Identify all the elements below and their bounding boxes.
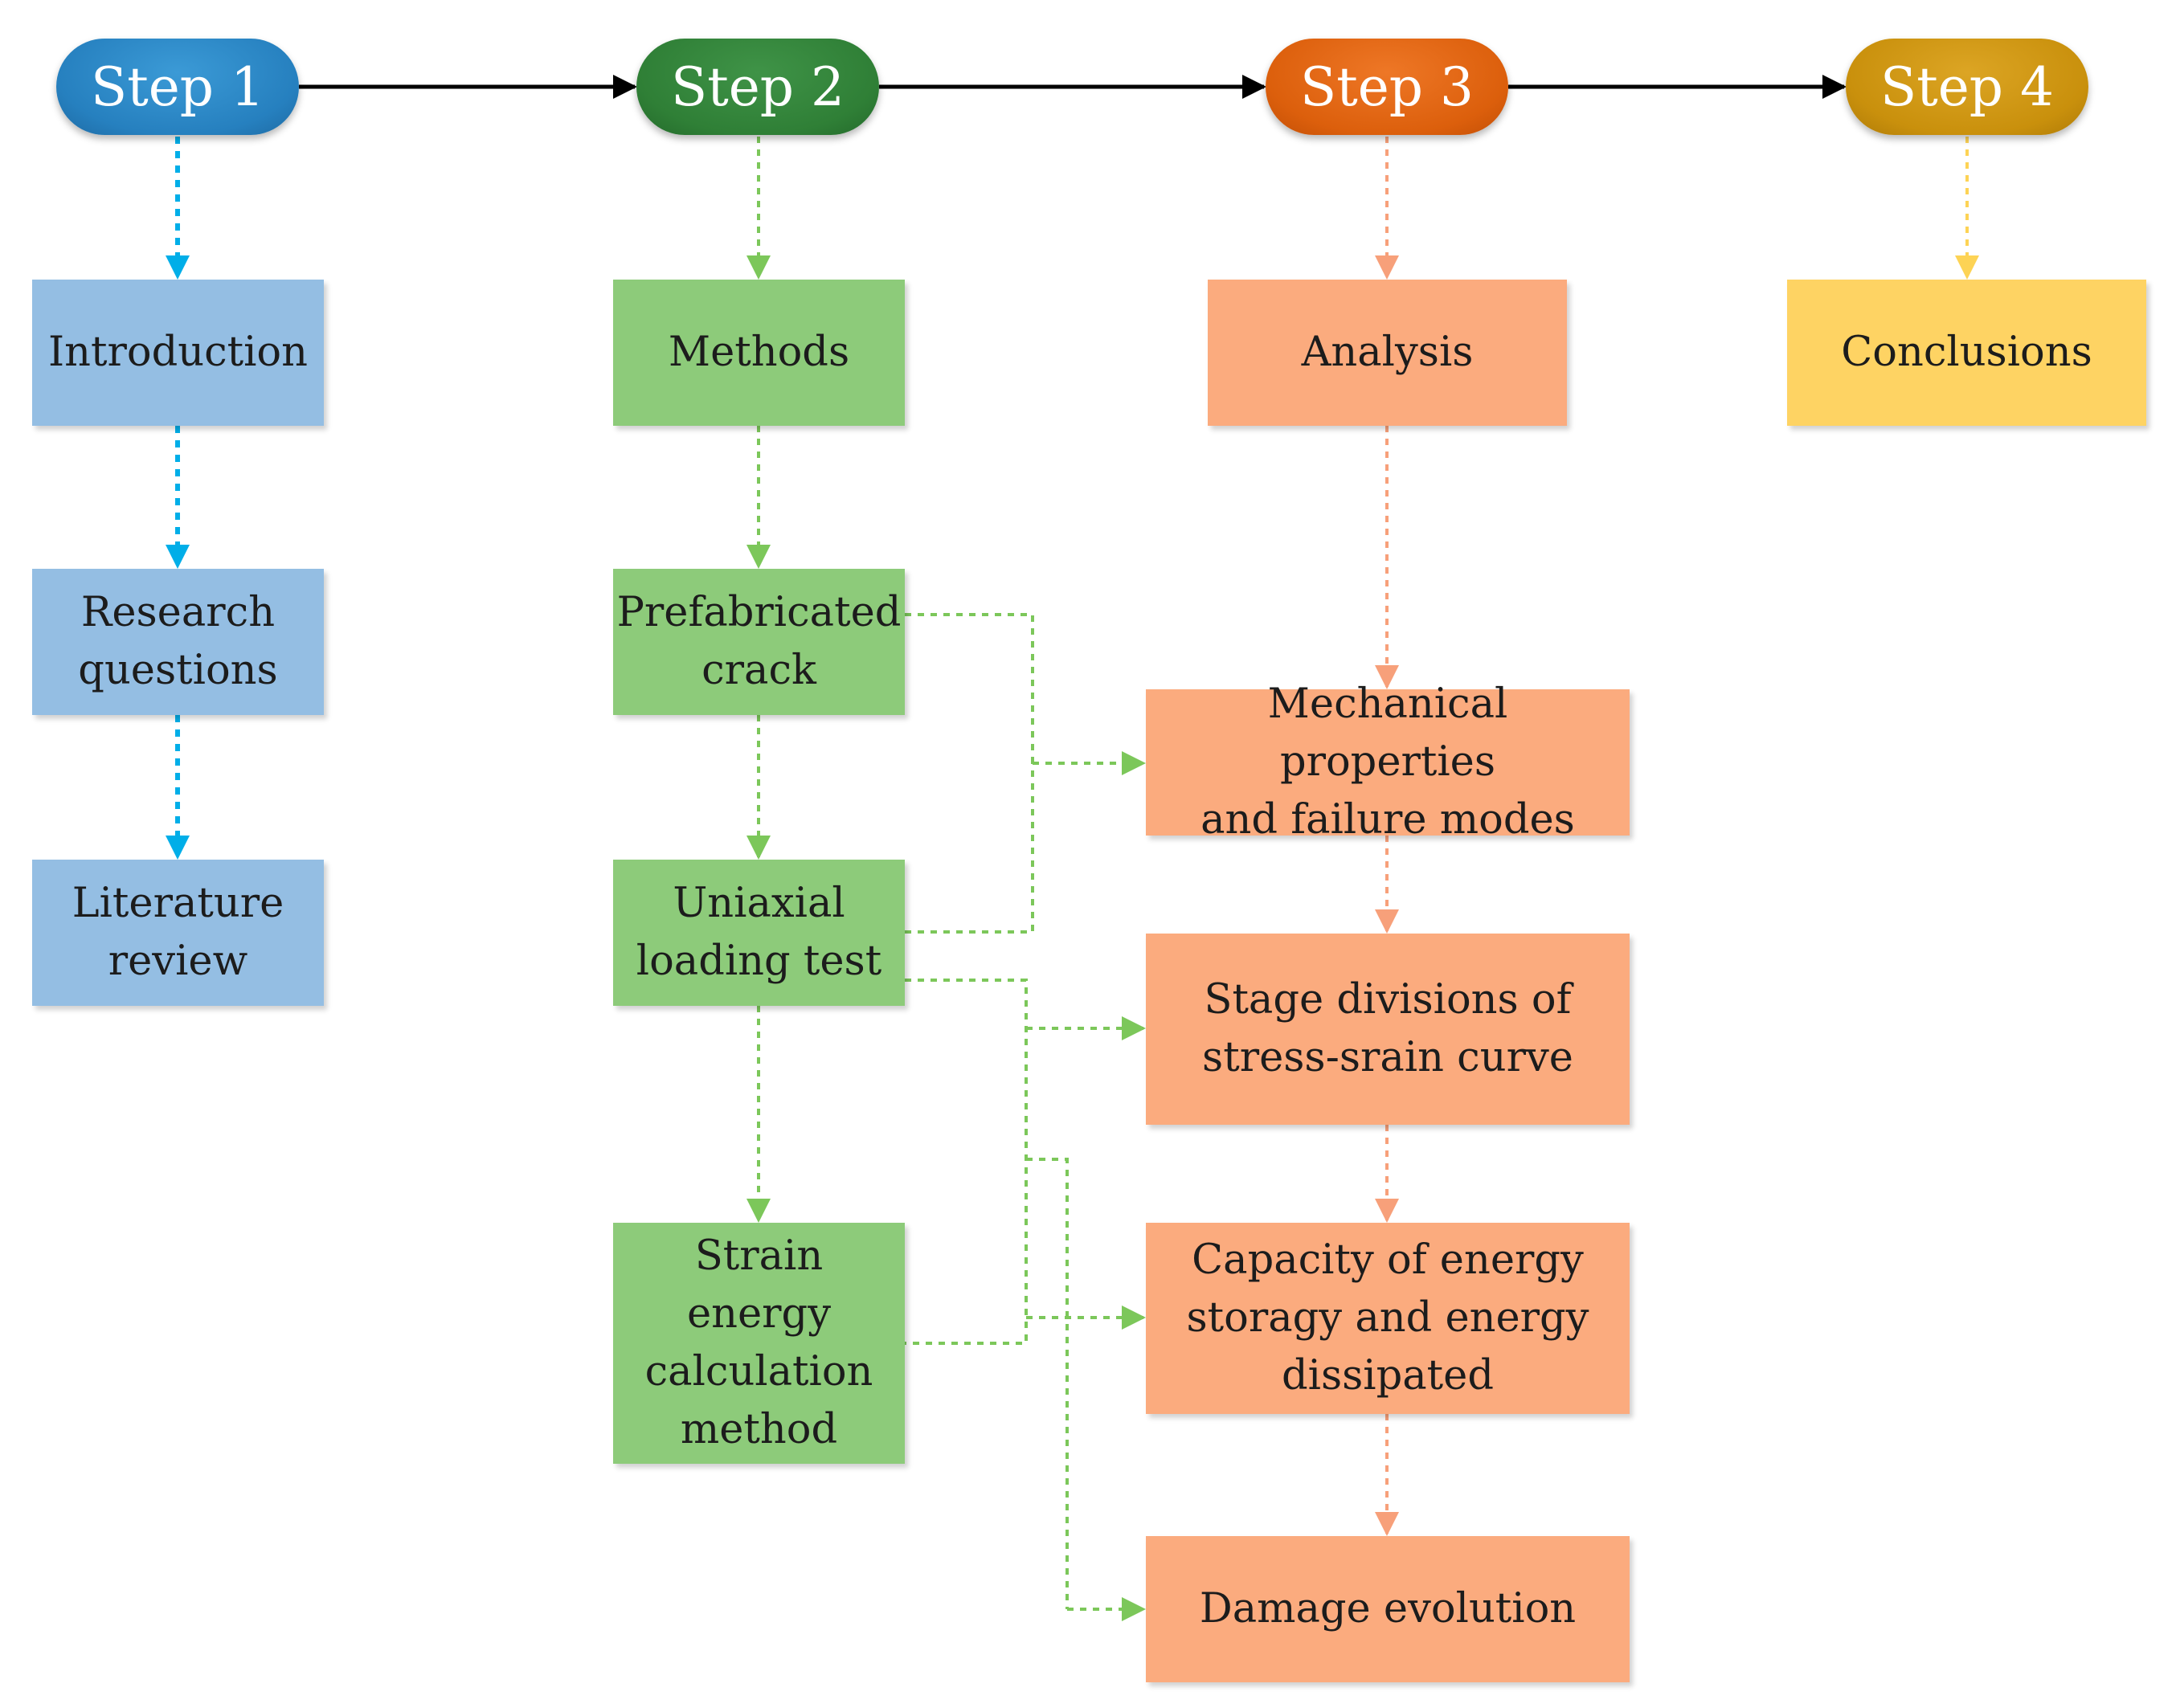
link-uniaxial-to-stage [905,979,1028,1345]
damage-evolution-box: Damage evolution [1146,1536,1630,1682]
stage-divisions-box: Stage divisions of stress-srain curve [1146,934,1630,1125]
damage-evolution-label: Damage evolution [1199,1585,1577,1632]
literature-review-label: Literature review [72,880,284,985]
conclusions-box: Conclusions [1787,280,2146,426]
methods-box: Methods [613,280,905,426]
prefabricated-crack-box: Prefabricated crack [613,569,905,715]
conclusions-label: Conclusions [1841,329,2092,376]
research-questions-label: Research questions [78,589,278,694]
analysis-box: Analysis [1208,280,1567,426]
methods-label: Methods [668,329,850,376]
uniaxial-loading-test-label: Uniaxial loading test [636,880,882,985]
literature-review-box: Literature review [32,860,324,1006]
step-1-label: Step 1 [90,55,264,118]
step-3-pill: Step 3 [1266,39,1508,135]
link-to-damage [1026,1158,1069,1609]
step-4-pill: Step 4 [1846,39,2088,135]
step-2-label: Step 2 [670,55,845,118]
analysis-label: Analysis [1301,329,1474,376]
step-2-pill: Step 2 [636,39,879,135]
introduction-label: Introduction [48,329,308,376]
link-prefab-to-mechanical [905,613,1034,763]
strain-energy-method-label: Strain energy calculation method [644,1232,873,1453]
introduction-box: Introduction [32,280,324,426]
prefabricated-crack-label: Prefabricated crack [616,589,902,694]
mechanical-properties-box: Mechanical properties and failure modes [1146,680,1630,844]
stage-divisions-label: Stage divisions of stress-srain curve [1202,976,1573,1081]
research-questions-box: Research questions [32,569,324,715]
step-1-pill: Step 1 [56,39,299,135]
capacity-energy-box: Capacity of energy storagy and energy di… [1146,1223,1630,1414]
link-uniaxial-to-mechanical [905,763,1034,934]
step-4-label: Step 4 [1879,55,2054,118]
mechanical-properties-label: Mechanical properties and failure modes [1200,680,1575,844]
strain-energy-method-box: Strain energy calculation method [613,1223,905,1464]
capacity-energy-label: Capacity of energy storagy and energy di… [1186,1236,1589,1399]
step-3-label: Step 3 [1299,55,1474,118]
uniaxial-loading-test-box: Uniaxial loading test [613,860,905,1006]
